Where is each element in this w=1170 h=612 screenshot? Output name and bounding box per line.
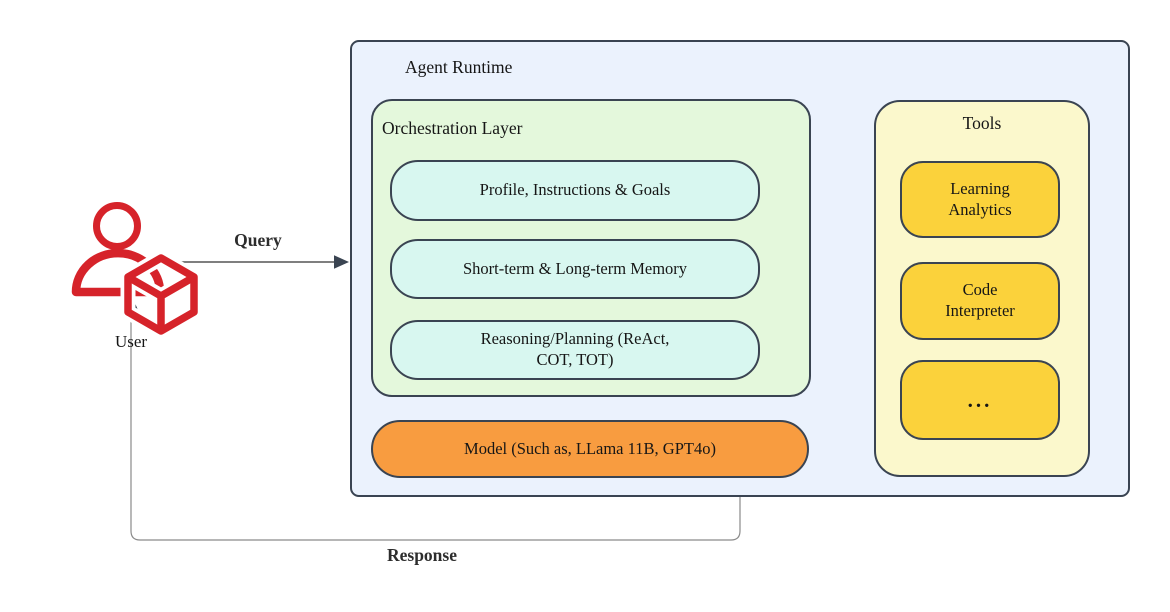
response-edge-label: Response <box>386 545 457 565</box>
query-edge-label: Query <box>234 230 282 250</box>
model-box: Model (Such as, LLama 11B, GPT4o) <box>371 420 809 478</box>
response-line <box>130 309 741 541</box>
agent-runtime-title: Agent Runtime <box>405 57 513 77</box>
short-long-term-memory-box: Short-term & Long-term Memory <box>390 239 760 299</box>
query-edge <box>171 255 349 269</box>
tool-ellipsis-box: ... <box>900 360 1060 440</box>
query-arrowhead-icon <box>334 255 349 269</box>
user-person-icon <box>71 202 165 297</box>
tool-learning-analytics-box: Learning Analytics <box>900 161 1060 238</box>
user-label: User <box>114 332 148 351</box>
profile-instructions-goals-box: Profile, Instructions & Goals <box>390 160 760 221</box>
orchestration-layer-title: Orchestration Layer <box>382 118 523 138</box>
tools-title: Tools <box>962 113 1002 133</box>
user-cube-icon <box>120 250 202 339</box>
tool-code-interpreter-box: Code Interpreter <box>900 262 1060 340</box>
reasoning-planning-box: Reasoning/Planning (ReAct, COT, TOT) <box>390 320 760 380</box>
